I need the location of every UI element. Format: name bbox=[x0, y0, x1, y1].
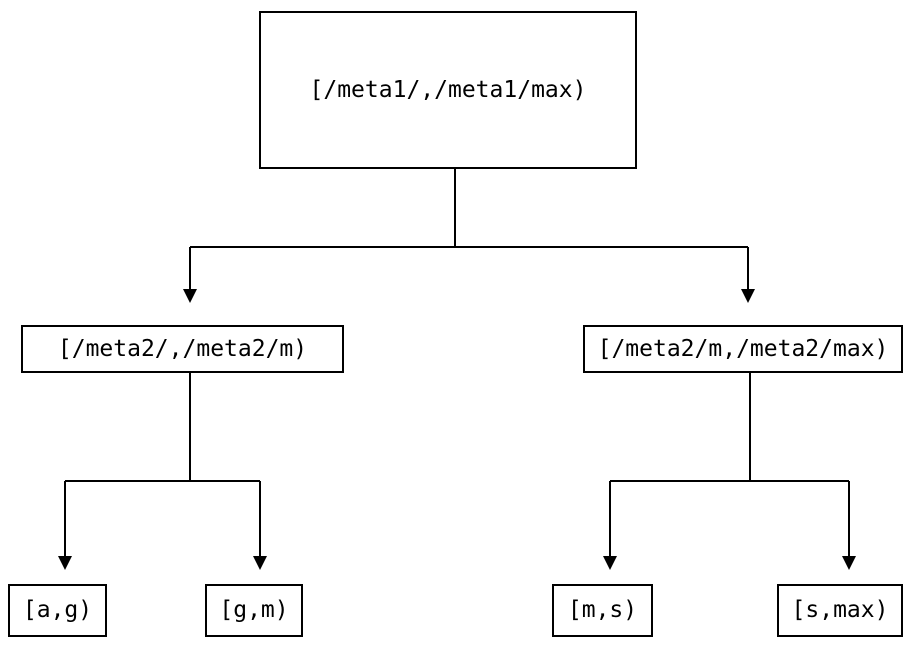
tree-node-leaf-ag-label: [a,g) bbox=[22, 597, 93, 623]
edge-mid-left-to-leaves bbox=[63, 373, 262, 557]
tree-node-leaf-gm-label: [g,m) bbox=[219, 597, 289, 623]
arrowhead-to-leaf-ag bbox=[58, 556, 72, 570]
tree-node-leaf-gm[interactable]: [g,m) bbox=[205, 584, 303, 637]
tree-node-leaf-ag[interactable]: [a,g) bbox=[8, 584, 107, 637]
arrowhead-to-leaf-smax bbox=[842, 556, 856, 570]
tree-node-root-label: [/meta1/,/meta1/max) bbox=[309, 76, 587, 103]
edge-mid-right-to-leaves bbox=[608, 373, 851, 557]
tree-node-leaf-smax-label: [s,max) bbox=[791, 597, 889, 623]
tree-node-mid-right[interactable]: [/meta2/m,/meta2/max) bbox=[583, 325, 903, 373]
tree-node-leaf-smax[interactable]: [s,max) bbox=[777, 584, 903, 637]
tree-node-mid-left[interactable]: [/meta2/,/meta2/m) bbox=[21, 325, 344, 373]
arrowhead-to-leaf-gm bbox=[253, 556, 267, 570]
arrowhead-to-leaf-ms bbox=[603, 556, 617, 570]
tree-node-mid-left-label: [/meta2/,/meta2/m) bbox=[57, 335, 308, 362]
edge-root-to-mid-level bbox=[188, 169, 750, 290]
arrowhead-to-mid-left bbox=[183, 289, 197, 303]
tree-node-root[interactable]: [/meta1/,/meta1/max) bbox=[259, 11, 637, 169]
tree-node-mid-right-label: [/meta2/m,/meta2/max) bbox=[597, 335, 889, 362]
arrowhead-to-mid-right bbox=[741, 289, 755, 303]
tree-node-leaf-ms[interactable]: [m,s) bbox=[552, 584, 653, 637]
tree-node-leaf-ms-label: [m,s) bbox=[567, 597, 638, 623]
